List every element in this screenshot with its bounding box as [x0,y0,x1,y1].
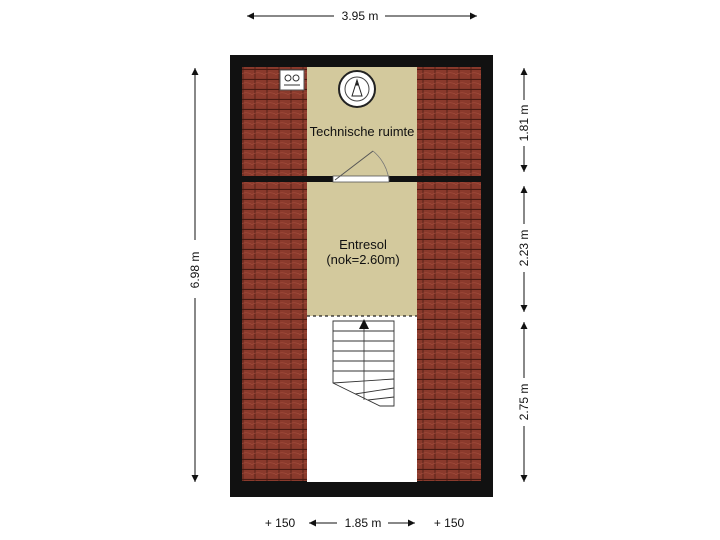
entresol-floor [307,182,417,316]
dimension-left: 6.98 m [188,68,202,482]
door-opening [332,175,390,183]
water-heater-icon [338,70,376,108]
dimension-right-bottom: 2.75 m [517,322,531,482]
room-label-entresol-note: (nok=2.60m) [326,252,399,267]
dimension-bottom-left-label: + 150 [265,516,296,530]
roof-right [417,67,481,481]
dimension-bottom-center-label: 1.85 m [345,516,382,530]
door-swing-arc [372,150,390,181]
dimension-right-middle: 2.23 m [517,186,531,312]
dimension-right-middle-label: 2.23 m [517,230,531,267]
arrow-up-icon [359,319,369,329]
dimension-right-bottom-label: 2.75 m [517,384,531,421]
room-label-technical: Technische ruimte [310,124,415,139]
dimension-left-label: 6.98 m [188,252,202,289]
boiler-icon [279,69,305,91]
dimension-bottom-right-label: + 150 [434,516,465,530]
staircase [332,320,395,407]
dimension-top: 3.95 m [247,9,477,23]
dimension-right-top: 1.81 m [517,68,531,172]
roof-left [242,67,308,481]
room-label-entresol: Entresol [339,237,387,252]
door-leaf [334,150,374,181]
dimension-right-top-label: 1.81 m [517,105,531,142]
dimension-top-label: 3.95 m [342,9,379,23]
dimension-bottom: + 150 1.85 m + 150 [265,516,465,530]
